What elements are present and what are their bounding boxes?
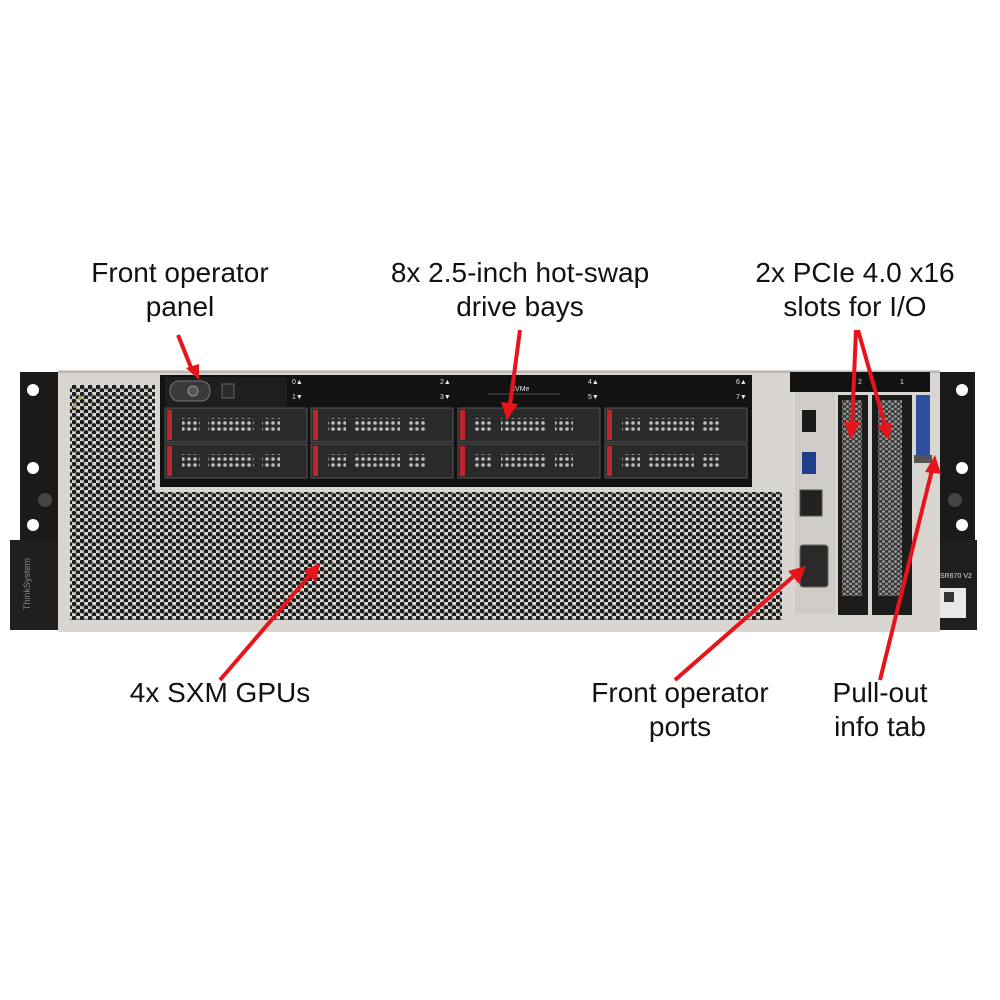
- callout-line: Front operator: [91, 257, 269, 288]
- drive-bay-0[interactable]: [164, 407, 308, 443]
- drive-bay-1[interactable]: [164, 443, 308, 479]
- front-operator-ports: [799, 410, 829, 588]
- callout-line: Pull-out: [832, 677, 928, 708]
- bay-number-4: 4▲: [588, 379, 599, 386]
- power-button-icon[interactable]: [187, 385, 199, 397]
- slot-number-2: 2: [858, 379, 862, 386]
- pull-out-info-tab[interactable]: [914, 395, 932, 463]
- callout-sxm-gpus: 4x SXM GPUs: [95, 676, 345, 710]
- nvme-label: NVMe: [510, 386, 530, 393]
- vga-port[interactable]: [799, 544, 829, 588]
- bay-number-2: 2▲: [440, 379, 451, 386]
- callout-drive-bays: 8x 2.5-inch hot-swap drive bays: [345, 256, 695, 324]
- io-module: 2 1: [790, 372, 932, 615]
- left-rack-ear: ThinkSystem: [10, 372, 60, 630]
- callout-line: 2x PCIe 4.0 x16: [755, 257, 955, 288]
- callout-line: slots for I/O: [783, 291, 927, 322]
- bay-number-5: 5▼: [588, 394, 599, 401]
- bay-number-7: 7▼: [736, 394, 747, 401]
- callout-line: ports: [648, 711, 712, 742]
- callout-arrows: [176, 329, 941, 682]
- bay-number-6: 6▲: [736, 379, 747, 386]
- model-label: SR670 V2: [940, 573, 972, 580]
- drive-bay-4[interactable]: [457, 407, 601, 443]
- drive-bay-7[interactable]: [604, 443, 748, 479]
- right-rack-ear: SR670 V2: [932, 372, 977, 630]
- drive-bay-3[interactable]: [310, 443, 454, 479]
- gpu-grille: [70, 385, 782, 620]
- callout-line: Front operator: [591, 677, 769, 708]
- callout-line: 8x 2.5-inch hot-swap: [390, 257, 650, 288]
- drive-bay-5[interactable]: [457, 443, 601, 479]
- callout-pcie-slots: 2x PCIe 4.0 x16 slots for I/O: [720, 256, 990, 324]
- brand-label: ThinkSystem: [22, 558, 32, 610]
- drive-bay-6[interactable]: [604, 407, 748, 443]
- drive-bays: [164, 407, 748, 479]
- usb-port[interactable]: [802, 452, 816, 474]
- slot-number-1: 1: [900, 379, 904, 386]
- bay-number-0: 0▲: [292, 379, 303, 386]
- callout-line: 4x SXM GPUs: [129, 677, 311, 708]
- callout-line: panel: [145, 291, 215, 322]
- callout-front-operator-ports: Front operator ports: [560, 676, 800, 744]
- drive-bay-2[interactable]: [310, 407, 454, 443]
- network-port[interactable]: [799, 489, 823, 517]
- callout-front-operator-panel: Front operator panel: [60, 256, 300, 324]
- callout-line: info tab: [834, 711, 926, 742]
- front-operator-panel[interactable]: [169, 380, 235, 402]
- bay-number-1: 1▼: [292, 394, 303, 401]
- callout-line: drive bays: [456, 291, 584, 322]
- bay-number-3: 3▼: [440, 394, 451, 401]
- usb-port[interactable]: [802, 410, 816, 432]
- callout-pull-out-info-tab: Pull-out info tab: [800, 676, 960, 744]
